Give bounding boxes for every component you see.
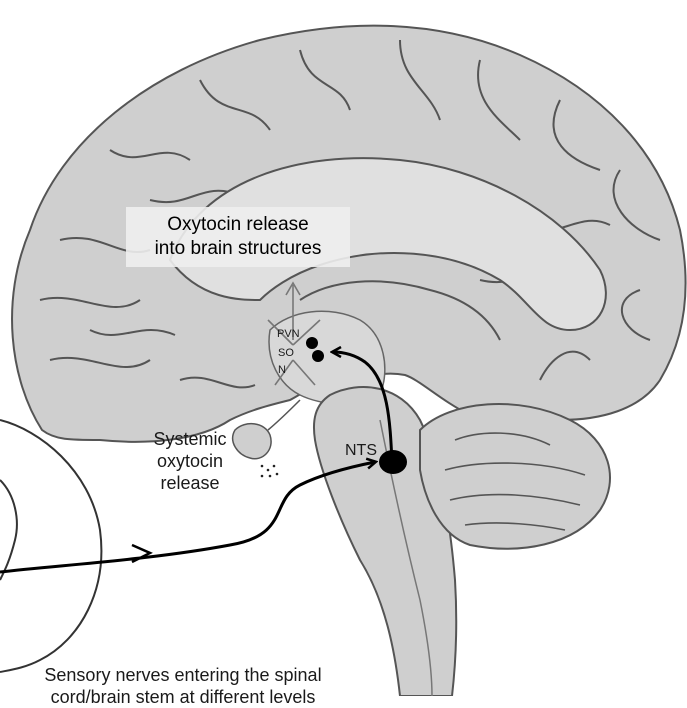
nerve-midpoint-arrow	[132, 545, 150, 562]
systemic-release-label: Systemic oxytocin release	[140, 428, 240, 494]
systemic-line-2: oxytocin	[140, 450, 240, 472]
oxytocin-release-dots	[261, 465, 279, 478]
nts-nucleus	[379, 450, 407, 474]
spinal-cord-outline	[0, 420, 101, 672]
pvn-nucleus	[306, 337, 318, 349]
cerebellum	[420, 404, 610, 549]
systemic-line-1: Systemic	[140, 428, 240, 450]
so-label: SO	[278, 347, 294, 359]
sensory-line-1: Sensory nerves entering the spinal	[18, 664, 348, 686]
nts-label: NTS	[345, 442, 377, 460]
oxytocin-brain-line-2: into brain structures	[126, 237, 350, 261]
so-nucleus	[312, 350, 324, 362]
pvn-label: PVN	[277, 328, 300, 340]
systemic-line-3: release	[140, 472, 240, 494]
sensory-nerves-label: Sensory nerves entering the spinal cord/…	[18, 664, 348, 708]
sensory-line-2: cord/brain stem at different levels	[18, 686, 348, 708]
n-label: N	[278, 364, 286, 376]
oxytocin-brain-release-label: Oxytocin release into brain structures	[126, 207, 350, 267]
oxytocin-brain-line-1: Oxytocin release	[126, 213, 350, 237]
